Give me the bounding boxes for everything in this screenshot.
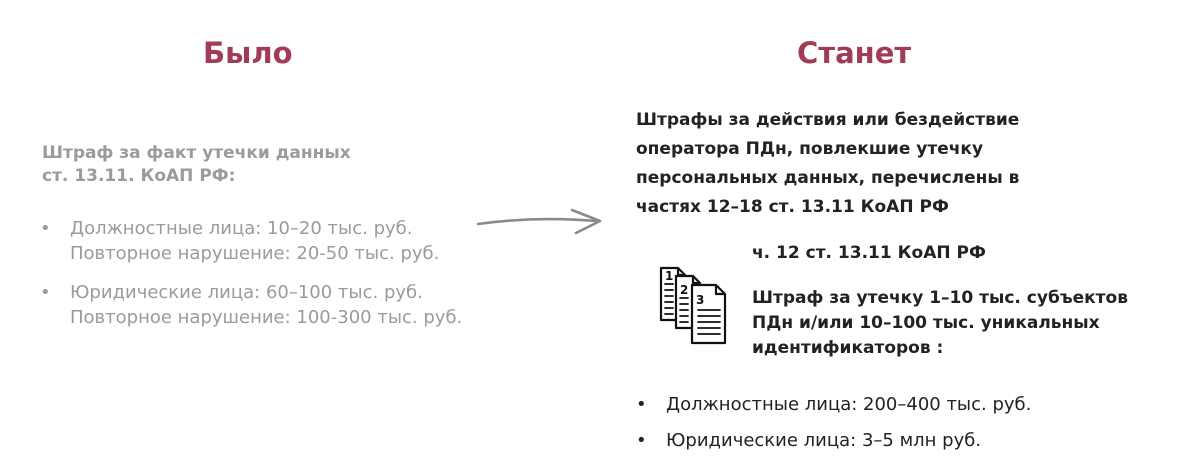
part-12-description-line: Штраф за утечку 1–10 тыс. субъектов <box>752 288 1128 308</box>
will-fines-title: Штрафы за действия или бездействие опера… <box>636 106 1156 222</box>
will-fines-list: • Должностные лица: 200–400 тыс. руб. • … <box>636 392 1156 464</box>
list-item-line: Юридические лица: 3–5 млн руб. <box>666 430 982 451</box>
part-12-description: Штраф за утечку 1–10 тыс. субъектов ПДн … <box>752 286 1172 361</box>
part-12-description-line: идентификаторов : <box>752 338 944 358</box>
was-fines-list: • Должностные лица: 10–20 тыс. руб. Повт… <box>40 216 500 344</box>
svg-text:3: 3 <box>696 293 704 307</box>
svg-text:2: 2 <box>680 283 688 297</box>
list-item: • Должностные лица: 10–20 тыс. руб. Повт… <box>40 216 500 266</box>
bullet: • <box>40 282 51 303</box>
list-item-line: Должностные лица: 200–400 тыс. руб. <box>666 394 1032 415</box>
documents-icon: 1 2 3 <box>659 266 727 345</box>
part-12-label: ч. 12 ст. 13.11 КоАП РФ <box>752 243 986 263</box>
svg-text:1: 1 <box>665 269 673 283</box>
list-item: • Должностные лица: 200–400 тыс. руб. <box>636 392 1156 418</box>
bullet: • <box>636 430 647 451</box>
heading-was: Было <box>203 36 293 70</box>
list-item-line: Повторное нарушение: 20-50 тыс. руб. <box>70 243 440 264</box>
will-fines-title-line: частях 12–18 ст. 13.11 КоАП РФ <box>636 197 949 217</box>
was-fine-title-line: ст. 13.11. КоАП РФ: <box>42 166 236 186</box>
list-item: • Юридические лица: 60–100 тыс. руб. Пов… <box>40 280 500 330</box>
will-fines-title-line: оператора ПДн, повлекшие утечку <box>636 139 984 159</box>
bullet: • <box>636 394 647 415</box>
list-item: • Юридические лица: 3–5 млн руб. <box>636 428 1156 454</box>
will-fines-title-line: персональных данных, перечислены в <box>636 168 1020 188</box>
bullet: • <box>40 218 51 239</box>
was-fine-title-line: Штраф за факт утечки данных <box>42 143 351 163</box>
list-item-line: Должностные лица: 10–20 тыс. руб. <box>70 218 413 239</box>
list-item-line: Повторное нарушение: 100-300 тыс. руб. <box>70 307 463 328</box>
list-item-line: Юридические лица: 60–100 тыс. руб. <box>70 282 423 303</box>
heading-will: Станет <box>797 36 912 70</box>
part-12-description-line: ПДн и/или 10–100 тыс. уникальных <box>752 313 1100 333</box>
was-fine-title: Штраф за факт утечки данных ст. 13.11. К… <box>42 142 402 188</box>
will-fines-title-line: Штрафы за действия или бездействие <box>636 110 1020 130</box>
arrow-right-icon <box>476 208 602 235</box>
